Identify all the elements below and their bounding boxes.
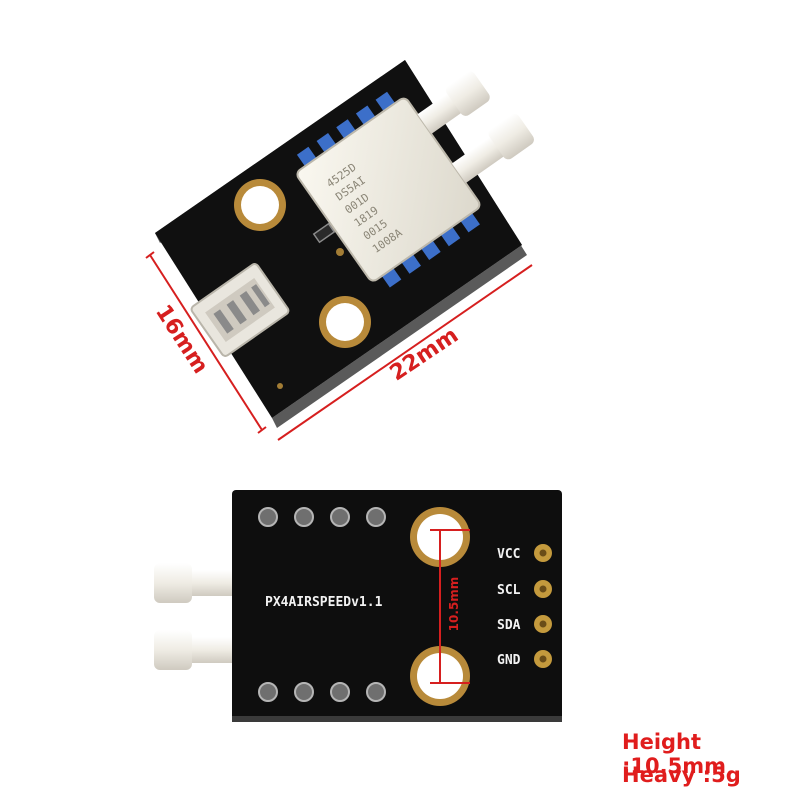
- pressure-sensor: 4525D DS5AI 001D 1819 0015 1008A: [296, 71, 534, 288]
- spec-height: Height :10.5mm: [622, 730, 726, 778]
- pin-header: VCC SCL SDA GND: [497, 544, 552, 668]
- jst-connector: [190, 263, 290, 357]
- pressure-port-top-a: [417, 71, 490, 134]
- pressure-port-top-b: [451, 113, 534, 184]
- smd-component: [312, 222, 336, 244]
- pads-bottom-row: [258, 682, 386, 702]
- pad-small: [336, 248, 344, 256]
- spec-weight: Heavy :5g: [622, 763, 741, 787]
- pad-small-2: [277, 383, 283, 389]
- dimension-hole-spacing: 10.5mm: [430, 529, 470, 684]
- top-board-view: 4525D DS5AI 001D 1819 0015 1008A: [155, 60, 534, 428]
- bottom-board-view: 10.5mm PX4AIRSPEEDv1.1 VCC SCL SDA GND: [154, 490, 562, 722]
- mounting-hole-top-b: [319, 296, 371, 348]
- board-title: PX4AIRSPEEDv1.1: [265, 595, 383, 610]
- bottom-board-face: [232, 490, 562, 722]
- pin-label-sda: SDA: [497, 618, 521, 633]
- pressure-port-bottom-a: [154, 563, 240, 603]
- pressure-port-bottom-b: [154, 630, 240, 670]
- pin-label-vcc: VCC: [497, 547, 520, 562]
- pin-label-scl: SCL: [497, 583, 521, 598]
- pads-top-row: [258, 507, 386, 527]
- dimension-hole-spacing-label: 10.5mm: [447, 577, 461, 632]
- mounting-hole-top-a: [234, 179, 286, 231]
- pin-label-gnd: GND: [497, 653, 521, 668]
